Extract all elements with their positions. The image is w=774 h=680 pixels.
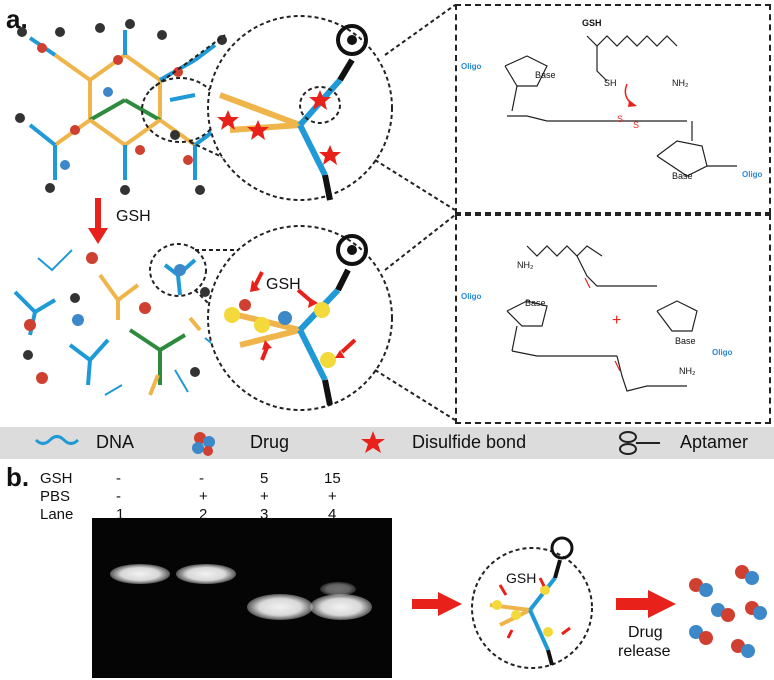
chem-bottom-oligo-2: Oligo (712, 348, 733, 357)
chem-top-s2: S (633, 120, 640, 130)
chem-bottom-base-1: Base (525, 298, 546, 308)
gsh-arrow-label: GSH (116, 208, 151, 225)
chem-top-oligo-1: Oligo (461, 62, 482, 71)
chem-top-base-2: Base (672, 171, 693, 181)
drug-icon (192, 432, 215, 456)
row-label-lane: Lane (40, 506, 74, 523)
chem-top-base-1: Base (535, 70, 556, 80)
row-label-gsh: GSH (40, 470, 73, 487)
gsh-lane-3: 5 (260, 470, 269, 487)
lane-4: 4 (328, 506, 337, 523)
legend-icons (34, 431, 660, 456)
pbs-lane-2: + (199, 488, 208, 505)
gel-image (92, 518, 392, 678)
panel-a-graphics (13, 4, 456, 421)
chem-box-intact: GSH Base Base Oligo Oligo SH NH₂ S S (455, 4, 771, 214)
aptamer-icon (619, 431, 660, 455)
drug-release-line2: release (618, 643, 671, 660)
chem-bottom-nh2-2: NH₂ (679, 366, 696, 376)
chem-top-s1: S (617, 114, 624, 124)
chem-bottom-plus: + (612, 312, 622, 329)
gsh-lane-4: 15 (324, 470, 341, 487)
panel-b-label: b. (6, 462, 30, 492)
gel-band-lane-4 (310, 594, 372, 620)
chem-top-oligo-2: Oligo (742, 170, 763, 179)
panel-b-graphics (412, 536, 767, 669)
gsh-lane-2: - (199, 470, 204, 487)
gel-band-lane-2 (176, 564, 236, 584)
zoom-bottom-gsh-label: GSH (266, 276, 301, 293)
lane-2: 2 (199, 506, 208, 523)
pbs-lane-4: + (328, 488, 337, 505)
pbs-lane-3: + (260, 488, 269, 505)
gel-smear-lane-4 (320, 582, 356, 596)
panel-a-label: a. (6, 4, 28, 34)
chem-bottom-base-2: Base (675, 336, 696, 346)
chem-bottom-oligo-1: Oligo (461, 292, 482, 301)
chem-top-nh2: NH₂ (672, 78, 689, 88)
lane-3: 3 (260, 506, 269, 523)
legend-dna-label: DNA (96, 432, 135, 452)
legend-disulfide-label: Disulfide bond (412, 432, 527, 452)
row-label-pbs: PBS (40, 488, 71, 505)
gsh-lane-1: - (116, 470, 121, 487)
chem-box-cleaved: Base Base Oligo Oligo NH₂ NH₂ + (455, 214, 771, 424)
chem-bottom-nh2-1: NH₂ (517, 260, 534, 270)
chem-top-gsh: GSH (582, 18, 602, 28)
chem-top-sh: SH (604, 78, 617, 88)
legend-drug-label: Drug (250, 432, 290, 452)
panel-b-gsh-label: GSH (506, 570, 537, 586)
gel-band-lane-1 (110, 564, 170, 584)
legend-aptamer-label: Aptamer (680, 432, 749, 452)
drug-release-line1: Drug (628, 624, 663, 641)
pbs-lane-1: - (116, 488, 121, 505)
gel-band-lane-3 (247, 594, 313, 620)
lane-1: 1 (116, 506, 125, 523)
disulfide-star-icon (361, 431, 385, 453)
dna-icon (34, 435, 80, 445)
